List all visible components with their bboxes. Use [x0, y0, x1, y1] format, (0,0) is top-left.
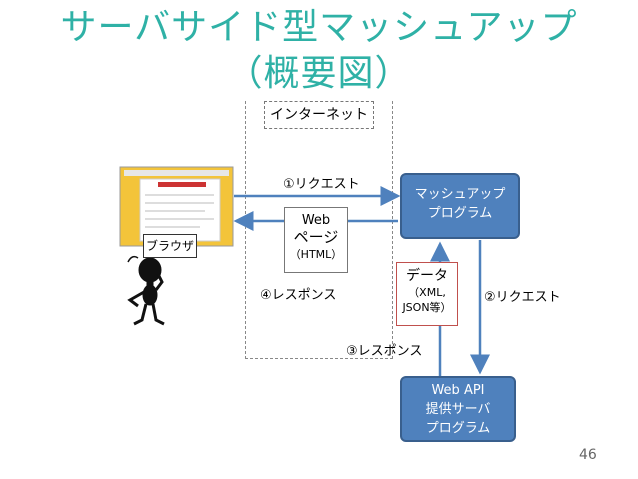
slide-subtitle: （概要図）	[226, 53, 412, 94]
webpage-note: Web ページ （HTML）	[284, 207, 348, 273]
user-figure	[127, 255, 165, 326]
webpage-line1: Web	[301, 213, 331, 228]
data-line3: JSON等）	[402, 301, 452, 314]
data-line1: データ	[406, 268, 448, 284]
browser-label: ブラウザ	[143, 234, 197, 258]
data-line2: （XML,	[408, 286, 446, 299]
response4-label: ④レスポンス	[260, 288, 337, 303]
request2-label: ②リクエスト	[484, 290, 561, 305]
browser-screenshot	[119, 166, 234, 247]
slide-title: サーバサイド型マッシュアップ	[60, 7, 578, 48]
webpage-line2: ページ	[293, 228, 339, 246]
data-note: データ （XML, JSON等）	[396, 262, 458, 326]
request1-label: ①リクエスト	[283, 177, 360, 192]
webpage-line3: （HTML）	[289, 248, 343, 261]
response3-label: ③レスポンス	[346, 344, 423, 359]
page-number: 46	[579, 447, 597, 463]
mashup-line1: マッシュアップ	[414, 187, 506, 202]
mashup-program-box: マッシュアップ プログラム	[400, 173, 520, 239]
internet-label: インターネット	[264, 101, 374, 129]
mashup-line2: プログラム	[427, 206, 493, 221]
api-line3: プログラム	[425, 421, 491, 436]
internet-boundary-bottom	[245, 358, 393, 359]
web-api-server-box: Web API 提供サーバ プログラム	[400, 376, 516, 442]
api-line2: 提供サーバ	[425, 402, 491, 417]
api-line1: Web API	[431, 383, 485, 398]
internet-boundary-right	[392, 101, 393, 359]
